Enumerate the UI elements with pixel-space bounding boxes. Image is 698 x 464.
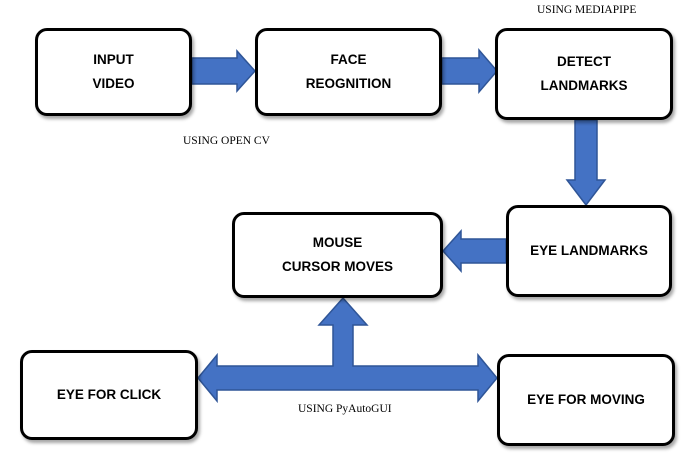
node-detect-landmarks: DETECT LANDMARKS — [495, 28, 673, 120]
note-using-opencv: USING OPEN CV — [183, 135, 270, 147]
arrow-eye-landmarks-to-mouse — [441, 229, 507, 273]
arrow-face-to-detect — [441, 47, 498, 95]
node-eye-landmarks-label: EYE LANDMARKS — [530, 243, 648, 259]
arrow-pyautogui-connector — [197, 296, 498, 404]
arrow-detect-to-eye-landmarks — [565, 119, 607, 207]
node-eye-for-click-label: EYE FOR CLICK — [56, 387, 162, 403]
node-mouse-cursor: MOUSE CURSOR MOVES — [232, 212, 443, 298]
node-eye-for-click: EYE FOR CLICK — [20, 350, 198, 440]
node-eye-for-moving-label: EYE FOR MOVING — [527, 392, 645, 408]
node-detect-landmarks-label: DETECT LANDMARKS — [540, 54, 628, 93]
node-face-recognition-label: FACE REOGNITION — [305, 52, 392, 91]
node-mouse-cursor-label: MOUSE CURSOR MOVES — [281, 235, 393, 274]
node-input-video: INPUT VIDEO — [35, 28, 192, 116]
note-using-pyautogui: USING PyAutoGUI — [298, 403, 392, 415]
node-eye-landmarks: EYE LANDMARKS — [506, 205, 672, 297]
arrow-input-to-face — [191, 49, 257, 93]
note-using-mediapipe: USING MEDIAPIPE — [537, 4, 637, 16]
node-input-video-label: INPUT VIDEO — [92, 52, 135, 91]
node-face-recognition: FACE REOGNITION — [255, 28, 442, 116]
node-eye-for-moving: EYE FOR MOVING — [497, 354, 675, 446]
